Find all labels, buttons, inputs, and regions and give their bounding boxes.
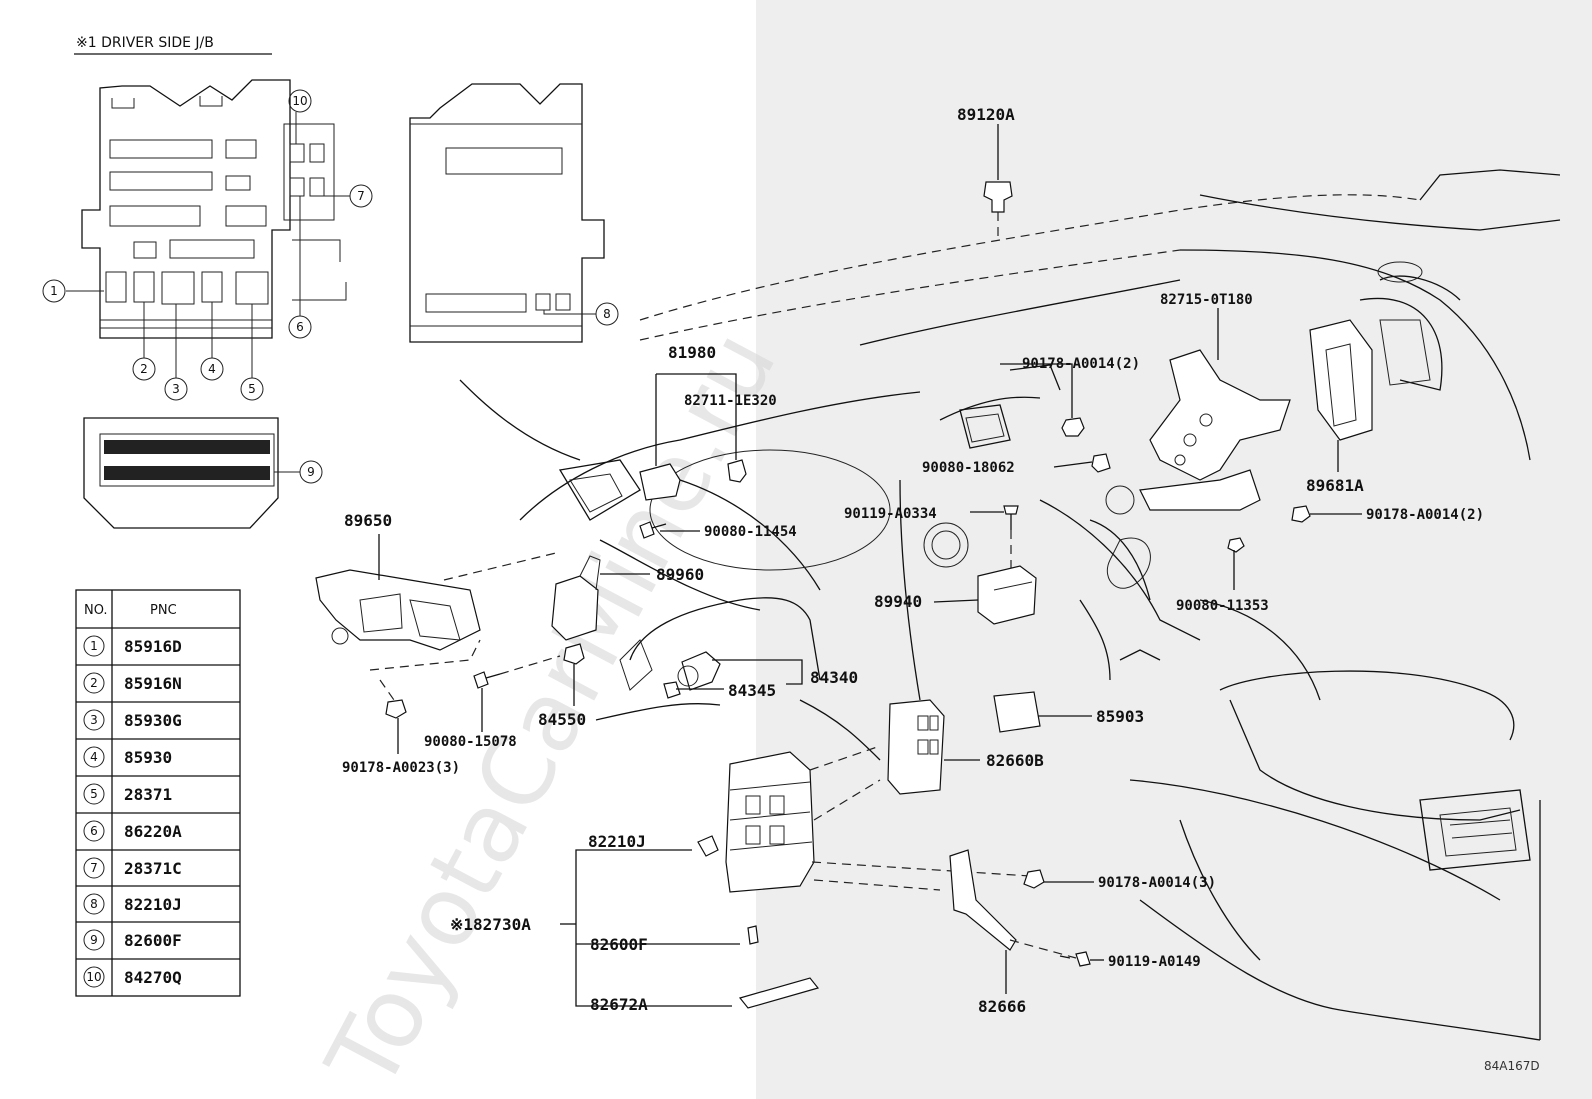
label-82660B: 82660B xyxy=(986,751,1044,770)
label-85903: 85903 xyxy=(1096,707,1144,726)
label-82666: 82666 xyxy=(978,997,1026,1016)
inset-title: ※1 DRIVER SIDE J/B xyxy=(76,35,214,51)
svg-text:2: 2 xyxy=(140,362,148,376)
label-84345: 84345 xyxy=(728,681,776,700)
label-90178-A0014-top: 90178-A0014(2) xyxy=(1022,356,1140,372)
table-row-pnc: 85916D xyxy=(124,637,182,656)
label-89120A: 89120A xyxy=(957,105,1015,124)
table-row-no: 2 xyxy=(90,676,98,690)
table-row: 2 85916N xyxy=(83,672,182,694)
watermark-text: ToyotaCarMine.ru xyxy=(305,314,798,1099)
table-row: 5 28371 xyxy=(83,783,172,805)
label-90178-A0023: 90178-A0023(3) xyxy=(342,760,460,776)
label-82672A: 82672A xyxy=(590,995,648,1014)
connector-9-drawing xyxy=(83,417,279,529)
table-header-no: NO. xyxy=(84,603,108,618)
inset-section: ※1 DRIVER SIDE J/B xyxy=(42,35,619,997)
table-row-pnc: 86220A xyxy=(124,822,182,841)
label-82600F: 82600F xyxy=(590,935,648,954)
table-row-no: 10 xyxy=(86,970,101,984)
table-row-no: 6 xyxy=(90,824,98,838)
dashboard-outline-drawing xyxy=(459,169,1561,1041)
callout-leaders xyxy=(378,124,1362,1007)
table-row-pnc: 28371 xyxy=(124,785,172,804)
table-row-pnc: 85916N xyxy=(124,674,182,693)
table-row-pnc: 82600F xyxy=(124,931,182,950)
table-row-no: 5 xyxy=(90,787,98,801)
label-89940: 89940 xyxy=(874,592,922,611)
label-90080-15078: 90080-15078 xyxy=(424,734,517,750)
table-row: 3 85930G xyxy=(83,709,182,731)
table-row-no: 9 xyxy=(90,933,98,947)
table-row-no: 7 xyxy=(90,861,98,875)
inset-callouts: 1 2 3 4 5 6 7 10 xyxy=(42,89,619,484)
label-82730A: ※182730A xyxy=(450,915,531,934)
table-header-pnc: PNC xyxy=(150,603,177,618)
table-row-pnc: 85930G xyxy=(124,711,182,730)
label-89650: 89650 xyxy=(344,511,392,530)
label-84550: 84550 xyxy=(538,710,586,729)
parts-drawings xyxy=(315,181,1373,1009)
svg-text:9: 9 xyxy=(307,465,315,479)
table-row: 9 82600F xyxy=(83,929,182,951)
table-row: 1 85916D xyxy=(83,635,182,657)
svg-text:5: 5 xyxy=(248,382,256,396)
label-89681A: 89681A xyxy=(1306,476,1364,495)
svg-text:8: 8 xyxy=(603,307,611,321)
pnc-table: NO. PNC 1 85916D 2 85916N 3 85930G xyxy=(75,589,241,997)
label-81980: 81980 xyxy=(668,343,716,362)
label-82715-0T180: 82715-0T180 xyxy=(1160,292,1253,308)
shaded-panel xyxy=(756,0,1592,1099)
label-84340: 84340 xyxy=(810,668,858,687)
label-90119-A0334: 90119-A0334 xyxy=(844,506,937,522)
label-89960: 89960 xyxy=(656,565,704,584)
label-82210J: 82210J xyxy=(588,832,646,851)
svg-text:6: 6 xyxy=(296,320,304,334)
table-row-pnc: 84270Q xyxy=(124,968,182,987)
svg-text:3: 3 xyxy=(172,382,180,396)
svg-text:1: 1 xyxy=(50,284,58,298)
label-90080-18062: 90080-18062 xyxy=(922,460,1015,476)
label-90178-A0014-bottom: 90178-A0014(3) xyxy=(1098,875,1216,891)
table-row: 10 84270Q xyxy=(83,966,182,988)
label-90080-11454: 90080-11454 xyxy=(704,524,797,540)
label-90178-A0014-right: 90178-A0014(2) xyxy=(1366,507,1484,523)
diagram-code: 84A167D xyxy=(1484,1059,1540,1073)
junction-block-rear-drawing xyxy=(409,83,605,343)
svg-text:10: 10 xyxy=(292,94,307,108)
table-row-no: 1 xyxy=(90,639,98,653)
table-row-no: 8 xyxy=(90,897,98,911)
table-row-pnc: 82210J xyxy=(124,895,182,914)
table-row-no: 3 xyxy=(90,713,98,727)
table-row: 4 85930 xyxy=(83,746,172,768)
table-row: 6 86220A xyxy=(83,820,182,842)
junction-block-front-drawing xyxy=(81,79,347,339)
svg-text:7: 7 xyxy=(357,189,365,203)
svg-text:4: 4 xyxy=(208,362,216,376)
table-row-no: 4 xyxy=(90,750,98,764)
label-90119-A0149: 90119-A0149 xyxy=(1108,954,1201,970)
part-labels: 89120A 82715-0T180 81980 82711-1E320 901… xyxy=(342,105,1484,1016)
label-90080-11353: 90080-11353 xyxy=(1176,598,1269,614)
table-row: 7 28371C xyxy=(83,857,182,879)
table-row: 8 82210J xyxy=(83,893,182,915)
table-row-pnc: 28371C xyxy=(124,859,182,878)
table-row-pnc: 85930 xyxy=(124,748,172,767)
label-82711-1E320: 82711-1E320 xyxy=(684,393,777,409)
